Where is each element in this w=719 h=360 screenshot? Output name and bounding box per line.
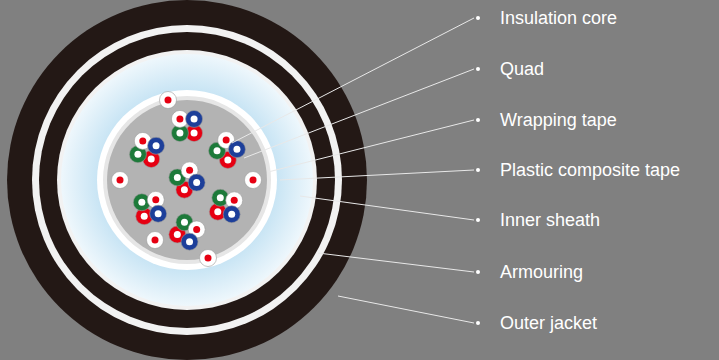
core-conductor [134,151,141,158]
plastic-composite-tape [97,90,277,270]
core-conductor [228,211,235,218]
core-insulation [200,250,217,267]
part-label: Insulation core [500,7,617,29]
leader-line [280,170,474,180]
core-insulation [223,206,240,223]
core-insulation [228,141,245,158]
core-conductor [186,238,193,245]
leader-line [338,296,474,323]
core-conductor [217,194,224,201]
core-conductor [141,213,148,220]
outer-jacket [7,0,367,360]
bullet [476,218,480,222]
insulated-core [160,92,177,109]
bullet [476,16,480,20]
bullet [476,321,480,325]
core-conductor [186,167,193,174]
core-conductor [205,255,212,262]
core-conductor [155,210,162,217]
armour-tape [57,50,317,310]
bullet [476,118,480,122]
insulated-core [223,206,240,223]
core-conductor [138,199,145,206]
bullet [476,270,480,274]
core-insulation [181,233,198,250]
core-conductor [152,237,159,244]
core-conductor [191,115,198,122]
armouring-inner [39,32,335,328]
wrapping-tape [103,96,271,264]
insulated-core [148,137,165,154]
inner-sheath [61,54,313,306]
part-label: Armouring [500,261,583,283]
insulated-core [200,250,217,267]
core-conductor [223,137,230,144]
insulated-core [147,232,164,249]
part-label: Quad [500,58,544,80]
core-conductor [139,137,146,144]
core-conductor [153,142,160,149]
cable-core [107,100,267,260]
quad-group [112,92,262,267]
insulated-core [245,172,262,189]
leader-line [232,18,474,143]
core-conductor [193,179,200,186]
leader-line [318,253,474,272]
insulated-core [186,110,203,127]
core-conductor [174,174,181,181]
core-conductor [176,115,183,122]
bullet [476,67,480,71]
core-conductor [148,156,155,163]
core-conductor [214,147,221,154]
part-label: Plastic composite tape [500,159,680,181]
bullet [476,168,480,172]
core-conductor [193,226,200,233]
leader-line [300,196,474,220]
part-label: Outer jacket [500,312,597,334]
core-conductor [181,219,188,226]
core-conductor [181,186,188,193]
core-conductor [117,177,124,184]
label-bullets [476,16,480,325]
core-conductor [176,130,183,137]
core-conductor [165,97,172,104]
leader-line [244,69,474,158]
core-conductor [174,231,181,238]
insulated-core [112,172,129,189]
core-insulation [148,137,165,154]
leader-lines [232,18,474,323]
armouring-ring [32,25,342,335]
part-label: Wrapping tape [500,109,617,131]
part-label: Inner sheath [500,209,600,231]
core-insulation [112,172,129,189]
leader-line [268,120,474,172]
core-conductor [152,196,159,203]
insulated-core [228,141,245,158]
core-insulation [245,172,262,189]
core-conductor [250,177,257,184]
insulated-core [150,205,167,222]
core-conductor [191,130,198,137]
core-insulation [188,174,205,191]
core-conductor [224,156,231,163]
core-conductor [231,197,238,204]
core-insulation [160,92,177,109]
insulated-core [188,174,205,191]
core-insulation [150,205,167,222]
core-insulation [186,110,203,127]
insulated-core [181,233,198,250]
core-conductor [233,146,240,153]
core-insulation [147,232,164,249]
core-conductor [214,208,221,215]
